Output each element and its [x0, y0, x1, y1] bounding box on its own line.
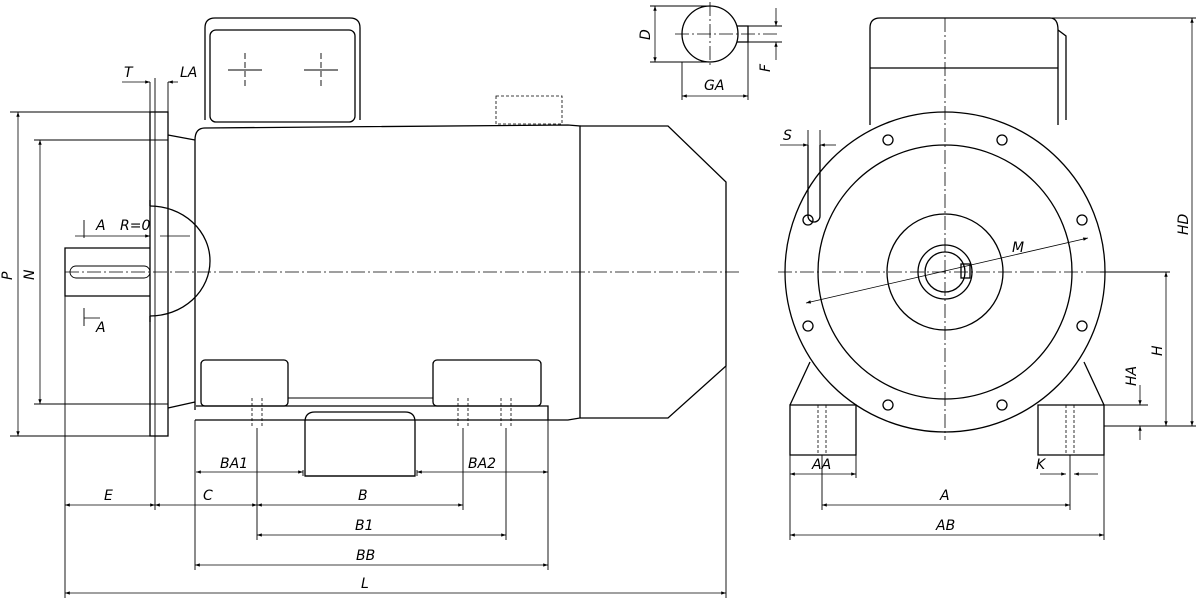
label-R0: R=0: [120, 218, 150, 234]
extension-lines: [10, 78, 727, 598]
label-H: H: [1150, 345, 1166, 356]
label-A-top: A: [95, 218, 106, 234]
label-HA: HA: [1124, 366, 1140, 386]
label-T: T: [124, 65, 134, 81]
label-B: B: [358, 488, 368, 504]
shaft-detail: D F GA: [638, 2, 782, 100]
label-M: M: [1012, 240, 1024, 256]
dimension-lines: [16, 80, 726, 595]
label-N: N: [22, 269, 38, 280]
label-E: E: [104, 488, 113, 504]
label-B1: B1: [355, 518, 374, 534]
label-AA: AA: [811, 457, 831, 473]
shaft: [64, 200, 211, 322]
lifting-eye-hidden: [495, 95, 563, 125]
label-GA: GA: [704, 78, 724, 94]
label-D: D: [638, 29, 654, 40]
flange: [149, 111, 169, 437]
label-K: K: [1036, 457, 1047, 473]
label-F: F: [758, 63, 774, 72]
feet: [196, 359, 549, 477]
label-S: S: [783, 128, 792, 144]
label-A: A: [939, 488, 950, 504]
label-AB: AB: [935, 518, 955, 534]
terminal-box: [204, 17, 361, 123]
label-L: L: [361, 576, 369, 592]
motor-body: [167, 124, 727, 421]
end-view: S M HD H HA AA K A AB: [778, 17, 1196, 540]
label-A-bottom: A: [95, 320, 106, 336]
side-view: T LA P N A A R=0 BA1 BA2 E C B B1 BB L: [0, 17, 740, 598]
label-LA: LA: [180, 65, 197, 81]
label-BB: BB: [356, 548, 375, 564]
label-C: C: [203, 488, 213, 504]
label-HD: HD: [1176, 213, 1192, 235]
flange-holes: [802, 134, 1088, 411]
label-BA1: BA1: [220, 456, 248, 472]
label-P: P: [0, 271, 16, 280]
label-BA2: BA2: [468, 456, 496, 472]
side-view-labels: T LA P N A A R=0 BA1 BA2 E C B B1 BB L: [0, 65, 496, 592]
